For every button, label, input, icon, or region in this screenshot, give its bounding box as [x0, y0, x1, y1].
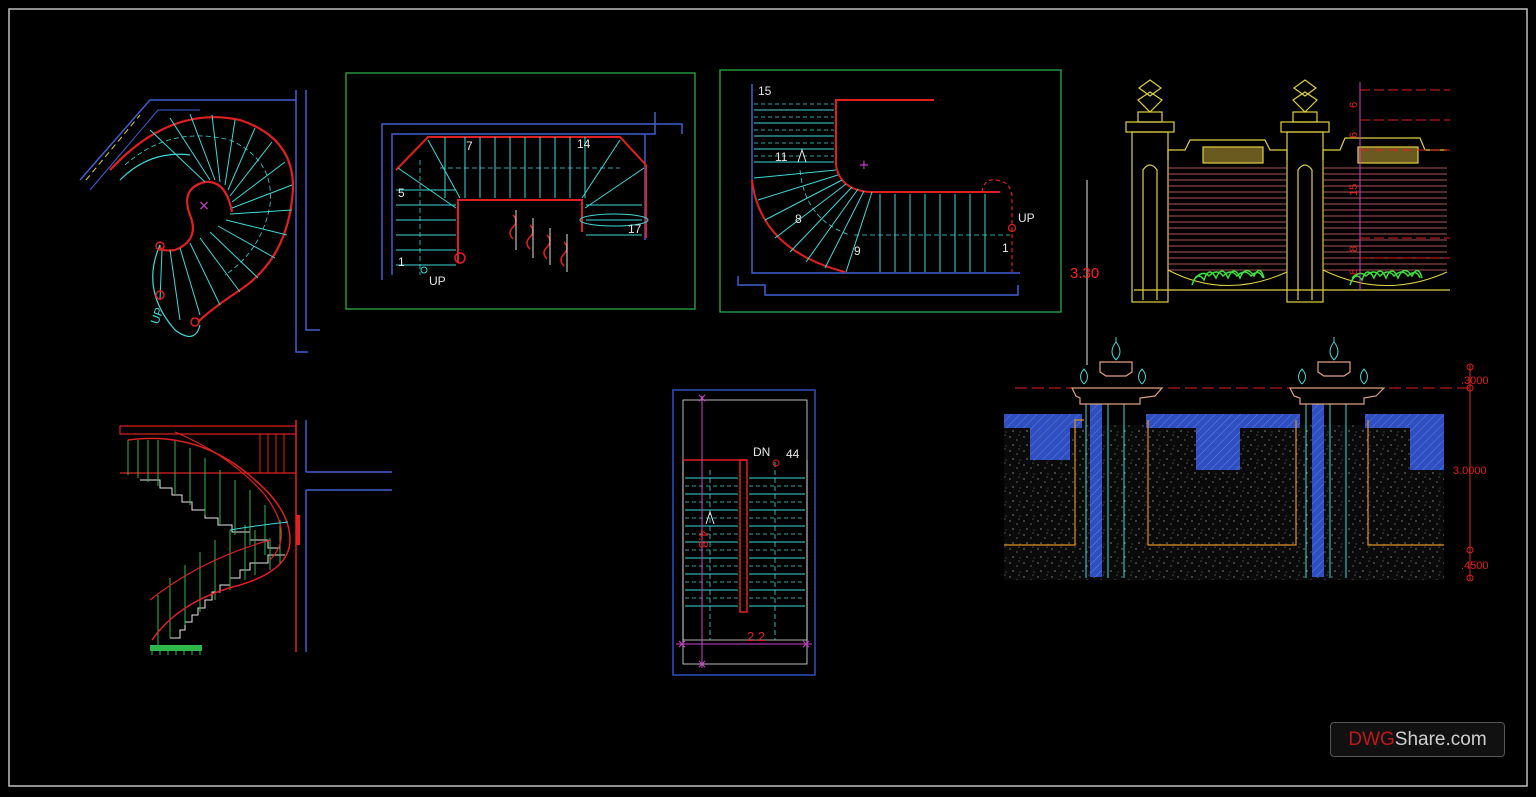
curved-step-label-1: 1: [1002, 241, 1009, 255]
section-dim-bottom: .4500: [1461, 560, 1489, 572]
svg-text:×: ×: [677, 637, 687, 651]
fence-side-dim-2: 6: [1348, 132, 1360, 138]
u-step-label-5: 5: [398, 186, 405, 200]
section-dim-top: .3000: [1461, 375, 1489, 387]
spiral-up-label: UP: [148, 306, 167, 326]
fence-side-dim-1: 6: [1348, 102, 1360, 108]
svg-text:×: ×: [198, 198, 210, 214]
section-dim-mid: 3.0000: [1453, 465, 1487, 477]
u-step-label-17: 17: [628, 222, 642, 236]
drawing-frame: [8, 8, 1528, 787]
straight-stair-plan: × × × × DN 44 4.8 2.2: [672, 389, 816, 676]
fence-side-dim-4: 8: [1348, 246, 1360, 252]
straight-step-count: 44: [786, 447, 800, 461]
svg-text:×: ×: [697, 657, 707, 671]
u-step-label-14: 14: [577, 137, 591, 151]
spiral-stair-elevation: [119, 420, 392, 655]
curved-step-label-8: 8: [795, 212, 802, 226]
curved-step-label-15: 15: [758, 84, 772, 98]
fence-elevation: 3.30: [1070, 79, 1450, 365]
svg-text:×: ×: [697, 391, 707, 405]
svg-text:+: +: [859, 158, 870, 173]
curved-step-label-9: 9: [854, 244, 861, 258]
fence-side-dim-3: 15: [1348, 184, 1360, 196]
svg-text:×: ×: [801, 637, 811, 651]
straight-width-dim: 2.2: [747, 629, 765, 644]
u-stair-plan: 7 14 5 1 17 UP: [345, 72, 696, 310]
fence-side-dim-5: 8: [1348, 269, 1360, 275]
u-up-label: UP: [429, 274, 446, 288]
watermark-part-b: Share.com: [1394, 728, 1487, 750]
fence-height-dim: 3.30: [1070, 265, 1099, 282]
watermark-part-a: DWG: [1348, 728, 1395, 750]
spiral-stair-plan: × UP: [79, 90, 320, 353]
u-step-label-7: 7: [466, 139, 473, 153]
curved-step-label-11: 11: [775, 150, 788, 164]
wall-section: .3000 3.0000 .4500: [1004, 337, 1489, 582]
u-step-label-1: 1: [398, 255, 405, 269]
curved-stair-plan: + 15 11 8 9 1 UP: [719, 69, 1062, 313]
curved-up-label: UP: [1018, 211, 1035, 225]
straight-height-dim: 4.8: [696, 530, 711, 548]
straight-dn-label: DN: [753, 445, 770, 459]
